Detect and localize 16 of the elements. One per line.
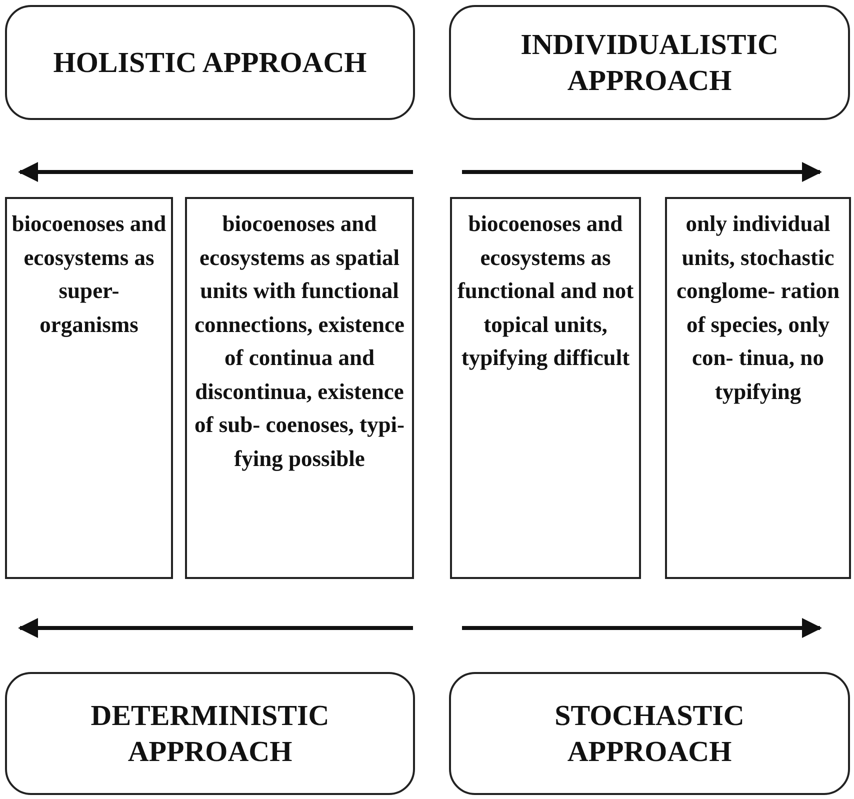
- description-box: [665, 197, 851, 579]
- description-box: [5, 197, 173, 579]
- approach-title: HOLISTIC APPROACH: [53, 46, 367, 80]
- approach-box: [5, 672, 415, 795]
- approach-box: [449, 672, 850, 795]
- approach-title: STOCHASTIC APPROACH: [554, 698, 746, 770]
- description-box: [185, 197, 414, 579]
- approach-box: [449, 5, 850, 120]
- approach-box: [5, 5, 415, 120]
- approach-title: DETERMINISTIC APPROACH: [90, 698, 330, 770]
- description-text: biocoenoses and ecosystems as super- organisms: [11, 210, 167, 339]
- description-text: biocoenoses and ecosystems as spatial units with functional connections, existence of continua and discontinua, existence of sub- coenoses, typi- fying possible: [193, 210, 406, 473]
- description-text: only individual units, stochastic conglome- ration of species, only con- tinua, no typifying: [675, 210, 841, 406]
- approach-title: INDIVIDUALISTIC APPROACH: [520, 28, 780, 98]
- description-box: [450, 197, 641, 579]
- description-text: biocoenoses and ecosystems as functional and not topical units, typifying difficult: [456, 210, 635, 372]
